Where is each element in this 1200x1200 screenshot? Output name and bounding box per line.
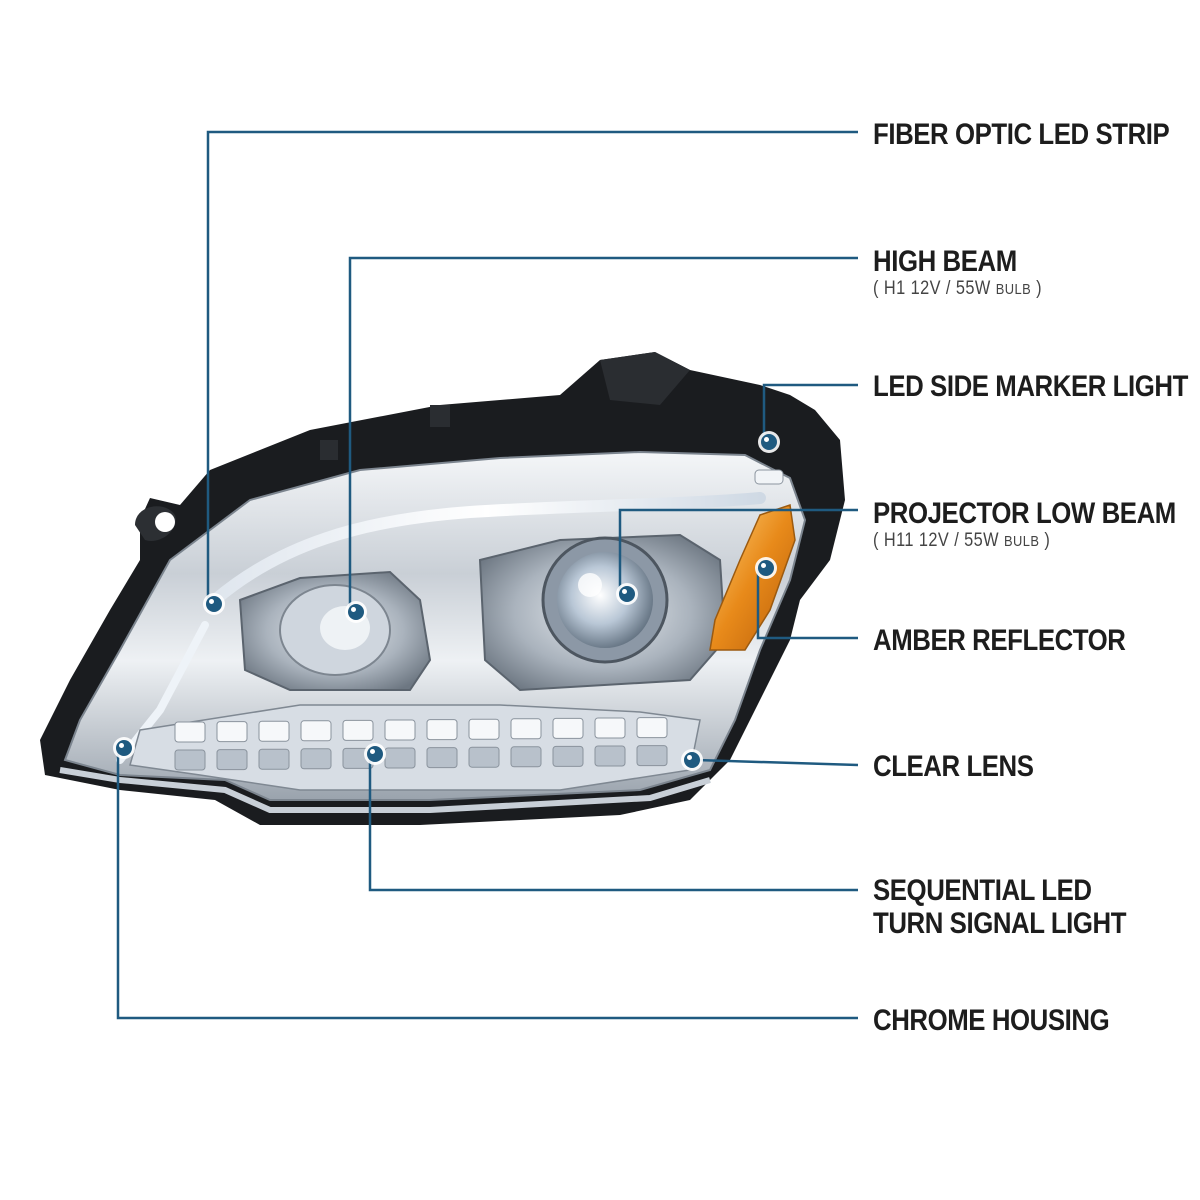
label-line: AMBER REFLECTOR <box>873 624 1126 657</box>
callout-dot-fiber-optic-led-strip <box>206 596 222 612</box>
label-line: CLEAR LENS <box>873 750 1034 783</box>
fiber-optic-strip-shape <box>209 492 766 606</box>
callout-dot-highlight-chrome-housing <box>119 743 124 748</box>
led-cell <box>426 719 458 741</box>
leader-lines <box>116 130 859 1020</box>
leader-line-clear-lens <box>695 758 859 767</box>
label-line: FIBER OPTIC LED STRIP <box>873 118 1170 151</box>
led-cell <box>468 718 500 740</box>
callout-dot-highlight-clear-lens <box>687 755 692 760</box>
led-cell <box>468 746 500 768</box>
leader-line-amber-reflector <box>756 568 858 640</box>
led-cell <box>636 745 668 767</box>
led-cell <box>216 749 248 771</box>
spec-open-paren: ( <box>873 530 879 551</box>
label-line: CHROME HOUSING <box>873 1004 1110 1037</box>
callout-dot-highlight-sequential-led-turn-signal-light <box>370 749 375 754</box>
led-cell <box>594 717 626 739</box>
amber-reflector-shape <box>709 504 796 651</box>
callout-dots <box>113 431 780 771</box>
callout-dot-highlight-fiber-optic-led-strip <box>209 599 214 604</box>
spec-open-paren: ( <box>873 278 879 299</box>
spec-bulb: H11 <box>883 530 914 551</box>
callout-dot-led-side-marker-light <box>761 434 777 450</box>
label-amber-reflector: AMBER REFLECTOR <box>873 624 1126 657</box>
leader-line-fiber-optic-led-strip <box>206 130 858 604</box>
callout-dot-highlight-led-side-marker-light <box>764 437 769 442</box>
led-cell <box>426 747 458 769</box>
sequential-led-bar <box>129 704 701 791</box>
led-cell <box>342 719 374 741</box>
callout-dot-chrome-housing <box>116 740 132 756</box>
led-cell <box>300 748 332 770</box>
led-cell <box>552 717 584 739</box>
leader-line-sequential-led-turn-signal-light <box>368 754 858 892</box>
label-high-beam: HIGH BEAM ( H1 12V / 55W BULB ) <box>873 245 1042 301</box>
callout-dot-projector-low-beam <box>619 586 635 602</box>
side-marker-shape <box>754 469 784 485</box>
label-led-side-marker-light: LED SIDE MARKER LIGHT <box>873 370 1188 403</box>
label-line: SEQUENTIAL LED <box>873 874 1092 907</box>
led-cell <box>510 718 542 740</box>
label-line: LED SIDE MARKER LIGHT <box>873 370 1188 403</box>
bulb-spec-high-beam: ( H1 12V / 55W BULB ) <box>873 278 1042 301</box>
spec-rating: 12V / 55W <box>918 530 1000 551</box>
high-beam-shape <box>238 570 432 691</box>
leader-line-projector-low-beam <box>618 508 858 594</box>
label-chrome-housing: CHROME HOUSING <box>873 1004 1110 1037</box>
led-cell <box>510 746 542 768</box>
led-cell <box>384 747 416 769</box>
projector-low-beam-shape <box>478 533 727 692</box>
label-line: HIGH BEAM <box>873 245 1017 278</box>
callout-dot-sequential-led-turn-signal-light <box>367 746 383 762</box>
callout-dot-highlight-amber-reflector <box>761 563 766 568</box>
label-line: TURN SIGNAL LIGHT <box>873 907 1127 940</box>
spec-close-paren: ) <box>1036 278 1042 299</box>
led-cell <box>636 717 668 739</box>
callout-dot-highlight-high-beam <box>351 607 356 612</box>
spec-unit: BULB <box>1004 533 1040 550</box>
led-cell <box>174 749 206 771</box>
leader-line-led-side-marker-light <box>762 383 858 442</box>
spec-rating: 12V / 55W <box>910 278 991 299</box>
leader-line-chrome-housing <box>116 748 858 1020</box>
led-cell <box>258 720 290 742</box>
label-line: PROJECTOR LOW BEAM <box>873 497 1176 530</box>
led-cell <box>216 721 248 743</box>
led-cell <box>384 719 416 741</box>
label-sequential-led-turn-signal-light: SEQUENTIAL LED TURN SIGNAL LIGHT <box>873 874 1127 940</box>
spec-unit: BULB <box>995 281 1032 298</box>
led-cell <box>300 720 332 742</box>
callout-dot-high-beam <box>348 604 364 620</box>
callout-dot-highlight-projector-low-beam <box>622 589 627 594</box>
label-projector-low-beam: PROJECTOR LOW BEAM ( H11 12V / 55W BULB … <box>873 497 1176 553</box>
leader-line-high-beam <box>348 256 858 612</box>
led-cell <box>594 745 626 767</box>
led-cell <box>174 721 206 743</box>
spec-close-paren: ) <box>1044 530 1051 551</box>
label-fiber-optic-led-strip: FIBER OPTIC LED STRIP <box>873 118 1170 151</box>
led-cell <box>552 745 584 767</box>
spec-bulb: H1 <box>883 278 906 299</box>
callout-dot-clear-lens <box>684 752 700 768</box>
clear-lens-shape <box>59 767 711 813</box>
led-cell <box>258 748 290 770</box>
bulb-spec-projector-low-beam: ( H11 12V / 55W BULB ) <box>873 530 1176 553</box>
label-clear-lens: CLEAR LENS <box>873 750 1034 783</box>
callout-dot-amber-reflector <box>758 560 774 576</box>
